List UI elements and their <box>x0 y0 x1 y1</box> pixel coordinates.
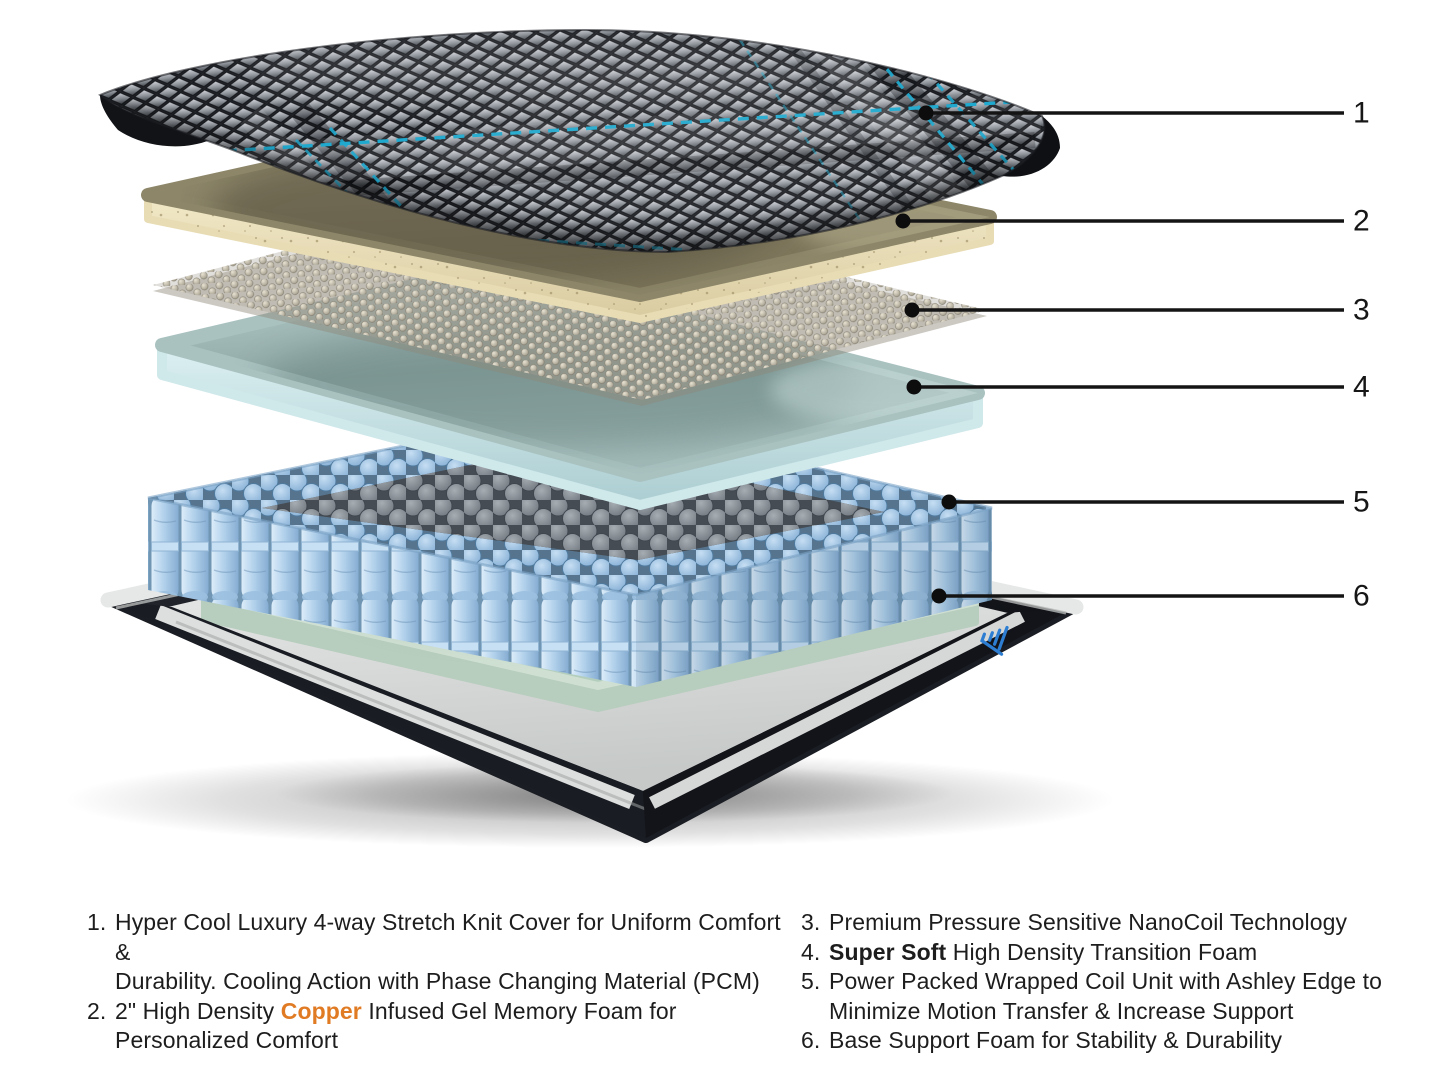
legend-column-right: 3. Premium Pressure Sensitive NanoCoil Te… <box>801 908 1441 1056</box>
callout-dot-2 <box>895 213 911 229</box>
legend-item-text: 2" High Density Copper Infused Gel Memor… <box>115 997 792 1056</box>
legend-item-number: 5. <box>801 968 821 994</box>
callouts: 1 2 3 4 5 6 <box>895 97 1370 613</box>
legend-item-number: 3. <box>801 909 821 935</box>
legend-item: 3. Premium Pressure Sensitive NanoCoil Te… <box>801 908 1441 938</box>
legend-line: Personalized Comfort <box>115 1026 792 1056</box>
callout-dot-5 <box>941 494 957 510</box>
legend-text-segment: 2" High Density <box>115 997 281 1024</box>
legend-item: 1. Hyper Cool Luxury 4-way Stretch Knit C… <box>87 908 792 997</box>
callout-number-3: 3 <box>1353 294 1370 327</box>
legend-text-segment: Minimize Motion Transfer & Increase Supp… <box>829 997 1294 1024</box>
legend-line: Durability. Cooling Action with Phase Ch… <box>115 967 792 997</box>
callout-dot-4 <box>906 379 922 395</box>
legend-item-number: 1. <box>87 909 107 935</box>
legend-line: Super Soft High Density Transition Foam <box>829 938 1441 968</box>
legend-line: Power Packed Wrapped Coil Unit with Ashl… <box>829 967 1441 997</box>
legend-item-text: Hyper Cool Luxury 4-way Stretch Knit Cov… <box>115 908 792 997</box>
legend-item: 5. Power Packed Wrapped Coil Unit with As… <box>801 967 1441 1026</box>
legend-text-segment: Premium Pressure Sensitive NanoCoil Tech… <box>829 909 1348 935</box>
callout-number-5: 5 <box>1353 486 1370 519</box>
legend-line: Hyper Cool Luxury 4-way Stretch Knit Cov… <box>115 908 792 967</box>
callout-dot-6 <box>931 588 947 604</box>
callout-dot-3 <box>904 302 920 318</box>
legend-text-segment: Super Soft <box>829 938 947 965</box>
legend-item-text: Base Support Foam for Stability & Durabi… <box>829 1026 1441 1056</box>
legend-item-text: Premium Pressure Sensitive NanoCoil Tech… <box>829 908 1441 938</box>
callout-number-2: 2 <box>1353 205 1370 238</box>
wrapped-coil-unit-layer <box>147 410 993 687</box>
legend-item-text: Power Packed Wrapped Coil Unit with Ashl… <box>829 967 1441 1026</box>
legend-text-segment: Personalized Comfort <box>115 1027 339 1053</box>
legend-line: Minimize Motion Transfer & Increase Supp… <box>829 997 1441 1027</box>
legend-line: 2" High Density Copper Infused Gel Memor… <box>115 997 792 1027</box>
callout-number-4: 4 <box>1353 371 1370 404</box>
callout-dot-1 <box>918 105 934 121</box>
mattress-layers-illustration: 1 2 3 4 5 6 <box>65 28 1370 848</box>
legend-text-segment: High Density Transition Foam <box>946 938 1258 965</box>
legend-text-segment: Base Support Foam for Stability & Durabi… <box>829 1027 1283 1053</box>
legend-text-segment: Power Packed Wrapped Coil Unit with Ashl… <box>829 968 1383 994</box>
legend-text-segment: Infused Gel Memory Foam for <box>361 997 677 1024</box>
callout-number-6: 6 <box>1353 580 1370 613</box>
legend-line: Premium Pressure Sensitive NanoCoil Tech… <box>829 908 1441 938</box>
legend-item-number: 4. <box>801 938 821 965</box>
callout-number-1: 1 <box>1353 97 1370 130</box>
legend-item-number: 2. <box>87 997 107 1024</box>
legend-text-segment: Hyper Cool Luxury 4-way Stretch Knit Cov… <box>115 909 781 965</box>
legend-text-segment: Copper <box>280 997 362 1024</box>
legend-item: 2. 2" High Density Copper Infused Gel Mem… <box>87 997 792 1056</box>
legend-item: 6. Base Support Foam for Stability & Dura… <box>801 1026 1441 1056</box>
legend-item: 4. Super Soft High Density Transition Foa… <box>801 938 1441 968</box>
legend-text-segment: Durability. Cooling Action with Phase Ch… <box>115 968 760 994</box>
legend-item-number: 6. <box>801 1027 821 1053</box>
legend-item-text: Super Soft High Density Transition Foam <box>829 938 1441 968</box>
legend-line: Base Support Foam for Stability & Durabi… <box>829 1026 1441 1056</box>
brand-logo <box>980 625 1009 656</box>
legend-column-left: 1. Hyper Cool Luxury 4-way Stretch Knit C… <box>87 908 792 1056</box>
